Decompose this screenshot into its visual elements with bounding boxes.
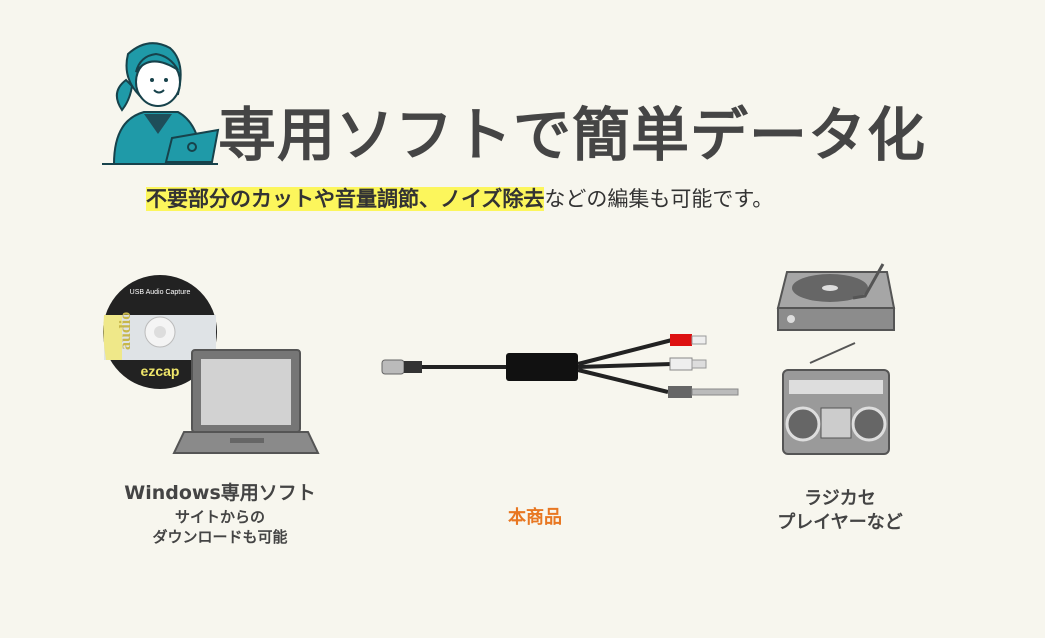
caption-software: Windows専用ソフト サイトからの ダウンロードも可能 — [90, 481, 350, 547]
subtitle: 不要部分のカットや音量調節、ノイズ除去などの編集も可能です。 — [146, 183, 773, 213]
subtitle-highlight: 不要部分のカットや音量調節、ノイズ除去 — [146, 187, 545, 211]
page-title: 専用ソフトで簡単データ化 — [218, 101, 927, 169]
turntable-and-radio-illustration — [776, 263, 896, 455]
caption-players-line2: プレイヤーなど — [777, 512, 903, 534]
caption-software-line2: サイトからの — [174, 507, 265, 526]
radio-cassette-icon — [782, 342, 890, 455]
disc-brand: ezcap — [141, 363, 180, 379]
caption-players: ラジカセ プレイヤーなど — [740, 487, 940, 536]
cd-icon: USB Audio Capture audio ezcap — [103, 275, 217, 389]
software-disc-and-laptop-illustration: USB Audio Capture audio ezcap — [103, 275, 320, 454]
subtitle-rest: などの編集も可能です。 — [544, 187, 774, 211]
usb-audio-cable-product — [381, 334, 739, 398]
turntable-icon — [776, 263, 896, 331]
disc-side-label: audio — [117, 312, 134, 350]
laptop-icon — [172, 349, 320, 454]
caption-players-line1: ラジカセ — [804, 488, 876, 509]
caption-software-line1: Windows専用ソフト — [124, 482, 316, 504]
caption-product: 本商品 — [508, 507, 562, 528]
person-with-laptop-illustration — [102, 42, 220, 165]
disc-label: USB Audio Capture — [130, 289, 191, 296]
caption-software-line3: ダウンロードも可能 — [152, 527, 288, 546]
